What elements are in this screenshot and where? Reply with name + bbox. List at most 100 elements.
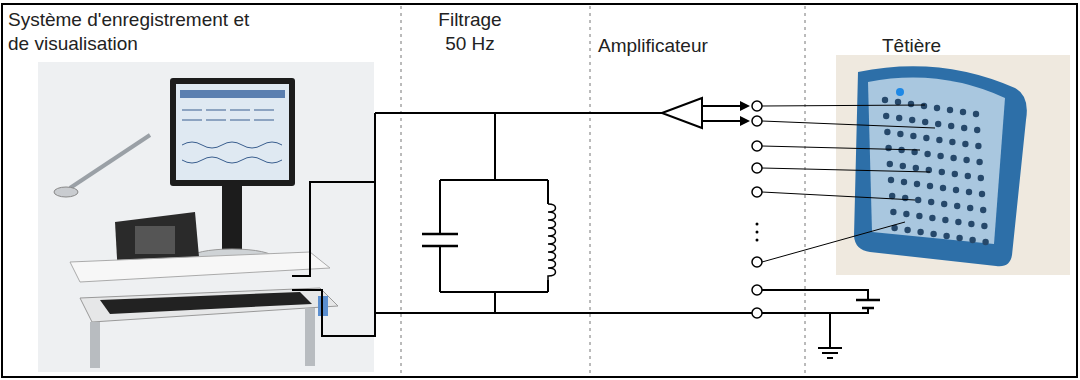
path-shape [740,116,750,126]
line-shape [805,6,806,376]
circle-shape [756,223,759,226]
electrode-dot [934,105,940,111]
electrode-dot [966,189,972,195]
electrode-dot [937,153,943,159]
electrode-dot [982,239,988,245]
electrode-dot [950,155,956,161]
terminal-circle [752,116,762,126]
section-heading: Amplificateur [598,34,788,58]
electrode-dot [900,163,906,169]
lead-wire [762,222,905,262]
electrode-terminals [752,101,762,318]
terminal-circle [752,187,762,197]
terminal-circle [752,141,762,151]
electrode-dot [901,179,907,185]
head-cap [836,55,1070,275]
electrode-dot [974,127,980,133]
electrode-dot [895,99,901,105]
electrode-dot [885,145,891,151]
electrode-dot [939,169,945,175]
electrode-dot [888,177,894,183]
electrode-dot [947,107,953,113]
ellipsis-dots [756,223,759,242]
circle-shape [756,239,759,242]
path-shape [422,234,458,246]
rect-shape [305,308,315,366]
circle-shape [896,88,904,96]
path-shape [182,157,282,163]
path-shape [762,290,868,348]
electrode-dot [948,123,954,129]
electrode-dot [981,223,987,229]
electrode-dot [943,233,949,239]
electrode-dot [941,201,947,207]
path-shape [70,252,330,282]
terminal-circle [752,101,762,111]
rect-shape [170,78,295,186]
lead-wire [762,146,920,150]
lead-wire [762,121,935,128]
lead-wire [762,192,915,200]
electrode-dot [949,139,955,145]
electrode-dot [927,183,933,189]
electrode-dot [978,175,984,181]
electrode-dot [953,187,959,193]
electrode-dot [922,119,928,125]
electrode-dot [963,157,969,163]
line-shape [590,6,591,376]
electrode-dot [896,115,902,121]
rect-shape [222,186,242,254]
electrode-dot [969,237,975,243]
electrode-dot [913,165,919,171]
path-shape [182,142,282,148]
rect-shape [135,226,175,254]
electrode-dot [882,97,888,103]
section-heading: Filtrage 50 Hz [430,8,510,56]
electrode-dot [909,117,915,123]
ellipse-shape [54,187,78,197]
path-shape [740,101,750,111]
electrode-dot [910,133,916,139]
path-shape [856,300,880,308]
electrode-dot [962,141,968,147]
electrode-dot [968,221,974,227]
electrode-dot [954,203,960,209]
path-shape [70,135,150,188]
path-shape [662,98,702,128]
electrode-dot [961,125,967,131]
electrode-dot [883,113,889,119]
rect-shape [90,322,100,368]
lead-wire [762,168,930,172]
path-shape [182,110,274,111]
electrode-dot [921,103,927,109]
arrow-heads [740,101,750,126]
electrode-dot [942,217,948,223]
path-shape [100,292,312,314]
electrode-dot [916,213,922,219]
electrode-dot [967,205,973,211]
rect-shape [176,84,289,180]
electrode-dot [960,109,966,115]
electrode-dot [965,173,971,179]
circuit-wires [292,98,880,358]
electrode-dot [935,121,941,127]
electrode-dot [976,159,982,165]
electrode-dot [914,181,920,187]
electrode-dot [890,209,896,215]
path-shape [292,182,375,276]
electrode-leads [762,105,935,262]
rect-shape [38,62,374,372]
path-shape [375,112,662,114]
lead-wire [762,105,925,106]
electrode-dot [975,143,981,149]
path-shape [702,106,742,121]
path-shape [548,204,556,280]
path-shape [375,113,752,313]
rect-shape [836,55,1070,275]
path-shape [868,78,1005,244]
electrode-dot [917,229,923,235]
recording-station [38,62,374,372]
electrode-dot [897,131,903,137]
electrode-dot [923,135,929,141]
electrode-dot [936,137,942,143]
